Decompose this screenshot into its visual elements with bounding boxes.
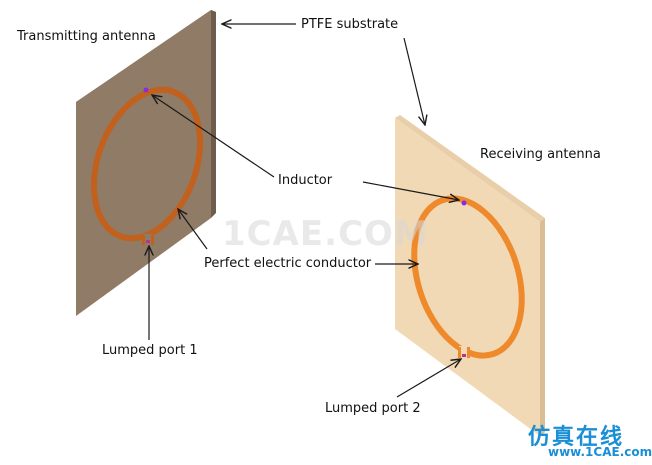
label-inductor: Inductor [278, 173, 333, 188]
leader-lines [149, 24, 461, 398]
label-lumped-port-2: Lumped port 2 [325, 401, 421, 416]
rx-substrate-side-edge [540, 218, 545, 436]
diagram-canvas [76, 10, 545, 436]
label-perfect-electric-conductor: Perfect electric conductor [204, 256, 372, 271]
label-receiving-antenna: Receiving antenna [480, 147, 601, 162]
tx-lumped-port [146, 240, 150, 243]
transmitting-substrate [76, 10, 216, 316]
leader-inductor-tx [152, 95, 275, 178]
rx-substrate-face [395, 118, 540, 436]
rx-substrate-top-edge [395, 115, 545, 222]
leader-port2 [396, 359, 461, 398]
tx-substrate-side-edge [211, 10, 216, 218]
tx-pec-loop [90, 86, 204, 242]
leader-inductor-rx [362, 181, 459, 200]
receiving-substrate [395, 115, 545, 436]
label-lumped-port-1: Lumped port 1 [102, 343, 198, 358]
receiving-loop [411, 195, 525, 360]
rx-loop-gap [459, 346, 469, 360]
tx-inductor [143, 87, 149, 93]
leader-ptfe-rx [403, 37, 425, 125]
logo-chinese-text: 仿真在线 [528, 425, 625, 450]
antenna-diagram: 1CAE.COM Transmitting antenna PTFE subst… [17, 10, 652, 459]
label-ptfe-substrate: PTFE substrate [301, 17, 399, 32]
logo-url-text: www.1CAE.com [548, 445, 652, 459]
rx-inductor [461, 200, 467, 206]
transmitting-loop [90, 86, 204, 246]
tx-substrate-face [76, 10, 211, 316]
leader-pec-tx [178, 209, 208, 250]
rx-lumped-port [462, 354, 466, 357]
label-transmitting-antenna: Transmitting antenna [17, 29, 156, 44]
rx-pec-loop [411, 195, 525, 359]
watermark-center: 1CAE.COM [222, 214, 429, 254]
